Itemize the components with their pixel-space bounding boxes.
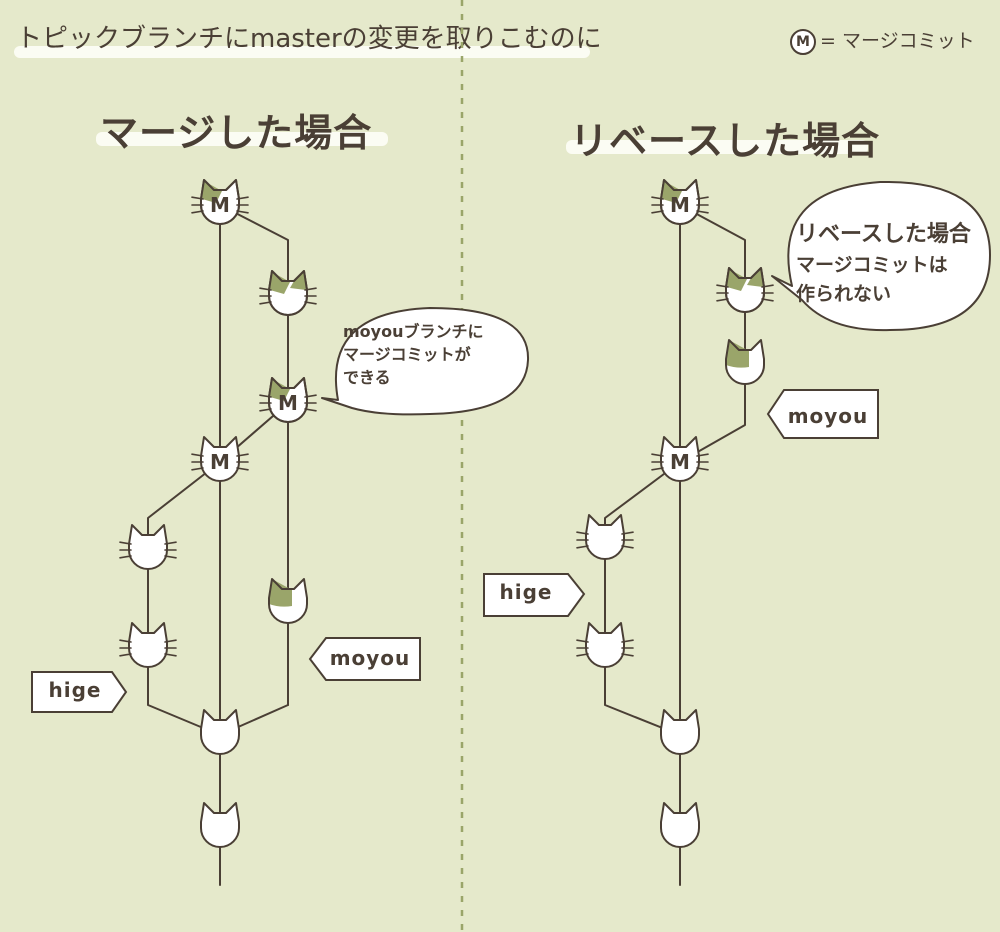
- merge-bubble-line-3: できる: [343, 368, 391, 388]
- merge-hige-branch-line: [147, 461, 221, 736]
- white-cat-icon-root: [200, 802, 240, 848]
- rebase-speech-bubble: [771, 180, 991, 332]
- white-cat-icon-base: [200, 709, 240, 755]
- merge-tag-moyou-label: moyou: [329, 646, 411, 670]
- merge-panel-title: マージした場合: [100, 111, 373, 155]
- rebase-title-highlight: [566, 140, 868, 154]
- merge-bubble-text: moyouブランチに マージコミットが できる: [343, 320, 483, 390]
- merge-title-highlight: [96, 132, 388, 146]
- merge-commit-letter: M: [670, 450, 690, 474]
- merge-commit-letter: M: [210, 193, 230, 217]
- legend: M= マージコミット: [790, 26, 975, 55]
- tabby-cat-icon-moyou-1: [259, 270, 317, 316]
- merge-commit-icon-top: M: [191, 179, 249, 225]
- merge-commit-letter: M: [670, 193, 690, 217]
- rebase-panel-title: リベースした場合: [570, 119, 881, 163]
- merge-commit-icon-top-rebase: M: [651, 179, 709, 225]
- merge-tag-hige: [31, 671, 128, 713]
- merge-speech-bubble: [321, 307, 530, 416]
- tabby-cat-icon-rebase-2: [725, 339, 765, 385]
- white-cat-icon-hige-1: [119, 524, 177, 570]
- rebase-bubble-line-2: マージコミットは: [796, 254, 948, 276]
- merge-commit-letter: M: [278, 391, 298, 415]
- white-cat-icon-rebase-base: [660, 709, 700, 755]
- merge-commit-letter: M: [210, 450, 230, 474]
- header-highlight: [14, 46, 590, 58]
- white-cat-icon-rebase-root: [660, 802, 700, 848]
- rebase-tag-hige: [483, 573, 586, 617]
- legend-text: = マージコミット: [820, 30, 975, 52]
- rebase-bubble-line-3: 作られない: [796, 282, 892, 305]
- white-cat-icon-rebase-hige-2: [576, 622, 634, 668]
- rebase-tag-moyou-label: moyou: [787, 404, 869, 428]
- merge-commit-icon-master-rebase: M: [651, 436, 709, 482]
- merge-moyou-branch-line: [219, 204, 289, 600]
- merge-commit-icon-master: M: [191, 436, 249, 482]
- rebase-tag-moyou: [766, 389, 879, 439]
- merge-commit-legend-icon: M: [790, 28, 816, 55]
- merge-bubble-line-2: マージコミットが: [343, 345, 471, 365]
- tabby-cat-icon-rebase-1: [716, 267, 774, 313]
- rebase-hige-branch-line: [604, 461, 681, 736]
- tabby-cat-icon-moyou-head: [268, 578, 308, 624]
- white-cat-icon-hige-2: [119, 622, 177, 668]
- merge-tag-moyou: [308, 637, 421, 681]
- rebase-bubble-line-1: リベースした場合: [796, 222, 971, 247]
- merge-commit-icon-moyou: M: [259, 377, 317, 423]
- merge-bubble-line-1: moyouブランチに: [343, 322, 484, 341]
- header-title: トピックブランチにmasterの変更を取りこむのに: [16, 24, 602, 54]
- rebase-bubble-text: リベースした場合 マージコミットは 作られない: [796, 218, 971, 308]
- rebase-moyou-branch-line: [679, 204, 746, 463]
- white-cat-icon-rebase-hige-1: [576, 514, 634, 560]
- rebase-tag-hige-label: hige: [499, 580, 553, 604]
- merge-tag-hige-label: hige: [48, 678, 102, 702]
